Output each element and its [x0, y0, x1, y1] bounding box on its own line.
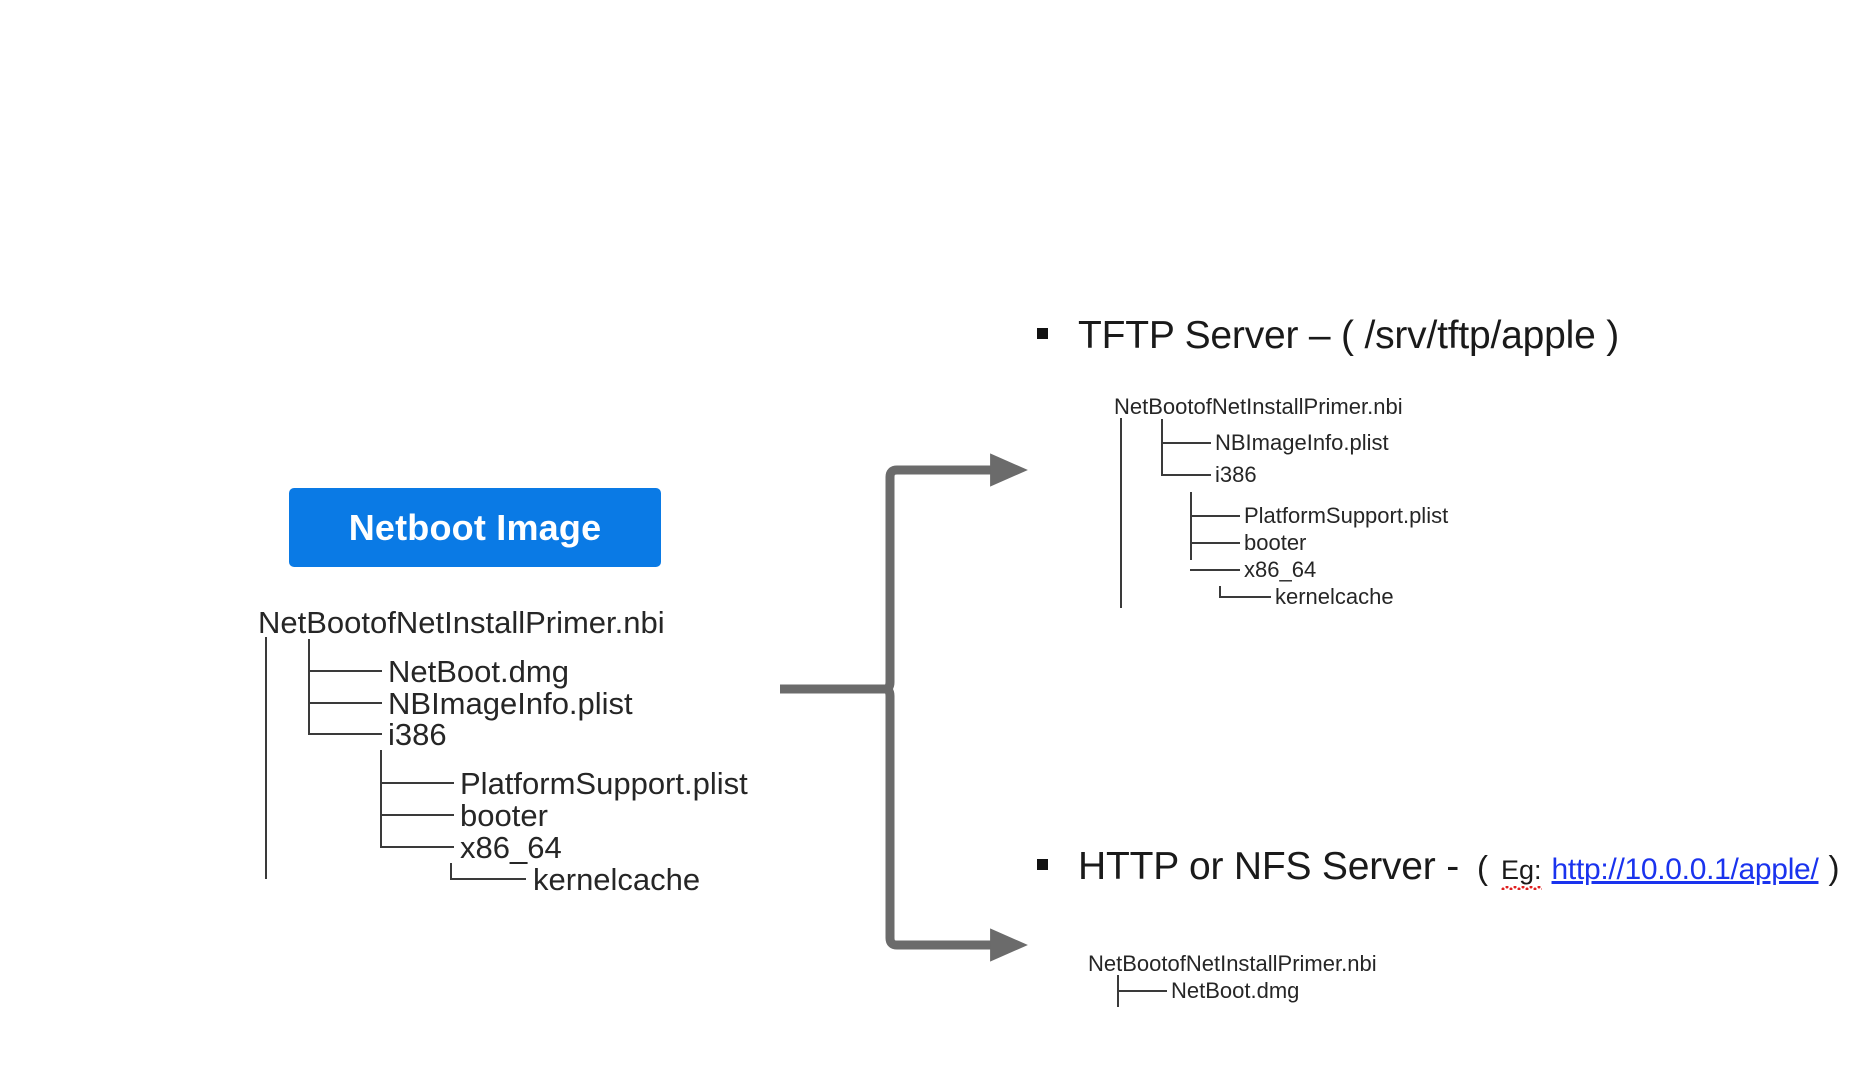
tree-node-i386: i386: [1215, 462, 1257, 487]
connector-branch-tftp: [878, 453, 1028, 694]
tree-node-netboot-dmg: NetBoot.dmg: [388, 654, 569, 689]
tree-branch: [450, 878, 526, 880]
tree-node-netboot-dmg: NetBoot.dmg: [1171, 978, 1300, 1003]
tree-node-kernelcache: kernelcache: [533, 862, 701, 897]
tree-spine: [1120, 418, 1122, 608]
connector-branch-http: [878, 684, 1028, 962]
tree-branch: [380, 782, 454, 784]
tree-node-nbimageinfo-plist: NBImageInfo.plist: [388, 686, 633, 721]
http-nfs-server-heading: HTTP or NFS Server - ( Eg: http://10.0.0…: [1037, 845, 1840, 890]
tree-branch: [380, 814, 454, 816]
square-bullet-icon: [1037, 859, 1048, 870]
heading-paren-open: (: [1477, 849, 1488, 886]
tree-trunk-depth3: [1219, 586, 1221, 598]
tree-node-i386: i386: [388, 717, 447, 752]
tftp-server-heading: TFTP Server – ( /srv/tftp/apple ): [1037, 314, 1619, 358]
tree-node-x86-64: x86_64: [460, 830, 562, 865]
tree-node-root: NetBootofNetInstallPrimer.nbi: [1114, 394, 1403, 419]
square-bullet-icon: [1037, 328, 1048, 339]
heading-eg-label: Eg:: [1501, 855, 1542, 890]
tree-node-root: NetBootofNetInstallPrimer.nbi: [1088, 951, 1377, 976]
tree-branch: [1190, 515, 1240, 517]
tree-node-platformsupport-plist: PlatformSupport.plist: [460, 766, 748, 801]
tree-node-root: NetBootofNetInstallPrimer.nbi: [258, 605, 665, 640]
tree-branch: [1117, 990, 1167, 992]
tree-trunk-depth1: [1161, 419, 1163, 475]
tree-branch: [308, 702, 382, 704]
tree-branch: [308, 670, 382, 672]
tree-node-platformsupport-plist: PlatformSupport.plist: [1244, 503, 1449, 528]
tree-branch: [1190, 542, 1240, 544]
tree-trunk-depth1: [308, 639, 310, 733]
heading-paren-close: ): [1828, 849, 1840, 886]
netboot-image-box: Netboot Image: [289, 488, 661, 567]
tree-branch: [380, 846, 454, 848]
tree-trunk-depth3: [450, 863, 452, 879]
tree-node-nbimageinfo-plist: NBImageInfo.plist: [1215, 430, 1389, 455]
tree-node-kernelcache: kernelcache: [1275, 584, 1394, 609]
netboot-image-label: Netboot Image: [348, 506, 602, 548]
tree-branch: [1161, 442, 1211, 444]
tftp-server-heading-label: TFTP Server – ( /srv/tftp/apple ): [1078, 314, 1619, 357]
tree-node-x86-64: x86_64: [1244, 557, 1317, 582]
tree-branch: [1161, 474, 1211, 476]
tree-branch: [1219, 596, 1271, 598]
tree-spine: [265, 637, 267, 879]
tree-node-booter: booter: [460, 798, 548, 833]
apple-repo-url-link[interactable]: http://10.0.0.1/apple/: [1551, 853, 1819, 886]
tree-branch: [308, 733, 382, 735]
http-nfs-heading-label: HTTP or NFS Server -: [1078, 845, 1459, 888]
tree-node-booter: booter: [1244, 530, 1307, 555]
tree-branch: [1190, 569, 1240, 571]
tree-trunk-depth2: [1190, 492, 1192, 560]
tree-trunk-depth2: [380, 750, 382, 846]
